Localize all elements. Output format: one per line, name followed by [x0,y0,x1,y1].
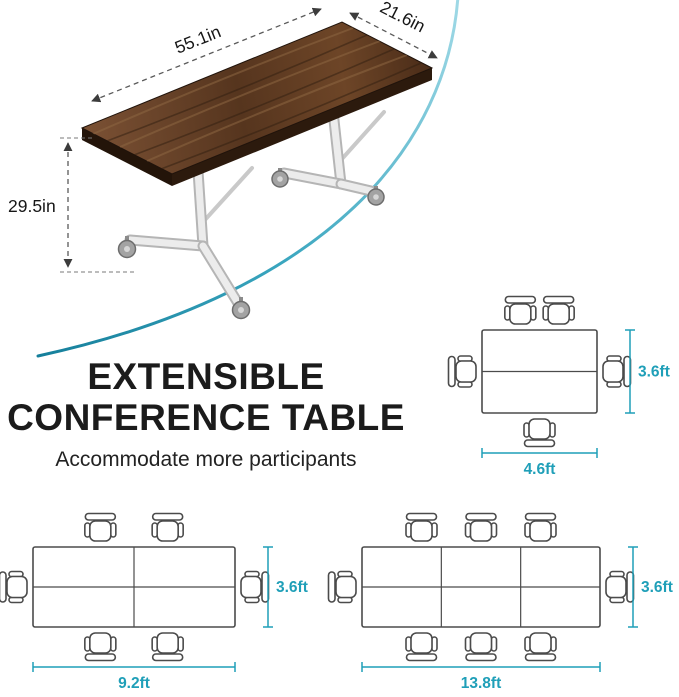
product-title-line2: CONFERENCE TABLE [7,397,405,439]
chair-icon [464,632,498,662]
width-dimension [361,662,601,672]
tabletop [80,21,434,186]
length-dimension-label: 55.1in [172,21,224,57]
height-dimension-label: 29.5in [8,196,56,216]
chair-icon [523,418,556,448]
product-title-line1: EXTENSIBLE [87,356,325,397]
caster-wheel-icon [271,168,289,188]
chair-icon [240,570,270,604]
chair-icon [464,512,498,542]
chair-icon [447,355,477,388]
chair-icon [84,512,117,542]
caster-wheel-icon [367,186,385,206]
width-dimension [481,448,598,458]
height-dimension: 29.5in [8,137,136,273]
depth-dimension-label: 3.6ft [638,364,670,381]
chair-icon [405,512,438,542]
depth-dimension-label: 3.6ft [276,579,308,596]
chair-icon [524,632,557,662]
caster-wheel-icon [117,236,137,259]
decorative-arc [36,0,460,358]
heading-block: EXTENSIBLE CONFERENCE TABLE Accommodate … [0,356,412,472]
chair-icon [542,295,575,325]
seating-layout-large: 3.6ft 13.8ft [327,512,673,692]
width-dimension-label: 13.8ft [461,675,502,692]
conference-table-illustration: 55.1in 21.6in 29.5in [8,0,438,320]
chair-icon [524,512,557,542]
depth-dimension [628,546,638,628]
seating-layout-small: 3.6ft 4.6ft [447,295,670,478]
seating-layout-medium: 3.6ft 9.2ft [0,512,308,692]
width-dimension-label: 9.2ft [118,675,150,692]
chair-icon [151,512,184,542]
chair-icon [84,632,117,662]
product-subtitle: Accommodate more participants [55,447,357,471]
depth-dimension [263,546,273,628]
chair-icon [602,355,632,388]
chair-icon [504,295,537,325]
depth-dimension [625,329,635,414]
chair-icon [327,570,357,604]
width-dimension-label: 4.6ft [524,461,556,478]
depth-dimension-label: 3.6ft [641,579,673,596]
chair-icon [405,632,438,662]
width-dimension [32,662,236,672]
chair-icon [151,632,184,662]
chair-icon [605,570,635,604]
caster-wheel-icon [231,297,251,320]
chair-icon [0,570,28,604]
